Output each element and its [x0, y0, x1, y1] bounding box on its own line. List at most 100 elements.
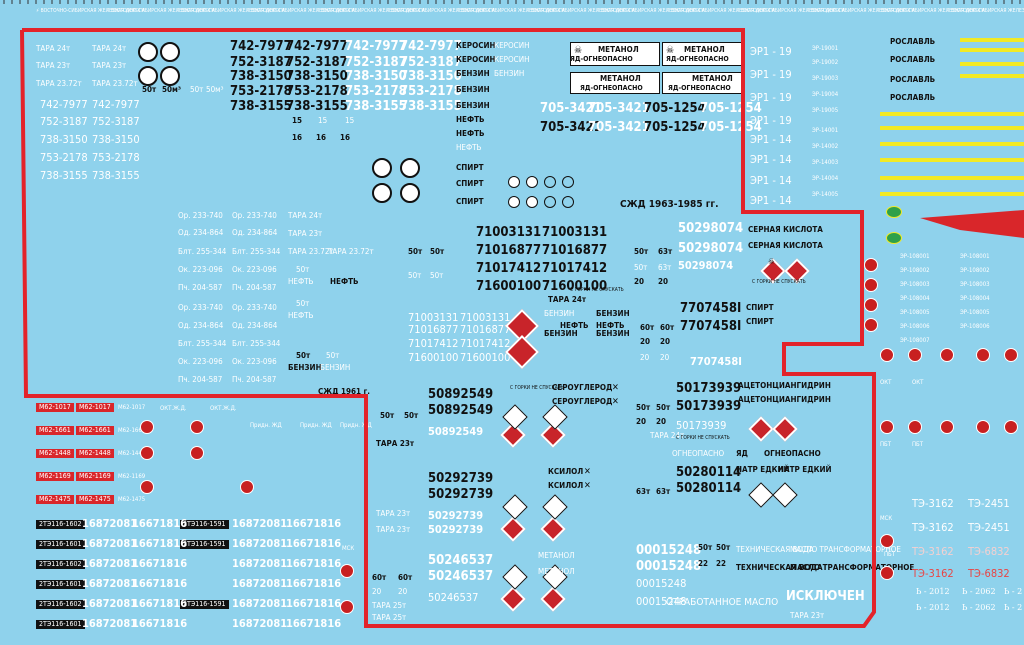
- wheel-icon: [562, 176, 574, 188]
- wagon-number: 50246537: [428, 591, 479, 604]
- cross-icon: ✕: [584, 467, 591, 477]
- wagon-number: 50892549: [428, 387, 494, 402]
- depot-code: Блт. 255-344: [232, 339, 281, 348]
- wagon-number: 738-3155: [400, 99, 462, 114]
- cargo-label: ОТРАБОТАННОЕ МАСЛО: [666, 597, 779, 608]
- capacity-label: 50т: [698, 543, 713, 552]
- red-emblem-icon: [864, 318, 878, 332]
- railway-emblem-icon: [372, 183, 392, 203]
- wagon-number: 16671816: [286, 537, 342, 550]
- volume-label: 50м³: [206, 85, 224, 94]
- capacity-label: 50т: [716, 543, 731, 552]
- capacity-label: 20: [636, 417, 647, 426]
- loco-plate: 2ТЭ116-1601: [36, 620, 85, 629]
- red-emblem-icon: [880, 566, 894, 580]
- wheel-icon: [526, 176, 538, 188]
- destination-label: РОСЛАВЛЬ: [890, 93, 936, 102]
- depot-code: Од. 234-864: [232, 228, 278, 237]
- wagon-number: 752-3187: [230, 55, 292, 70]
- red-emblem-icon: [340, 564, 354, 578]
- railway-logo: ⚡ ВОСТОЧНО-СИБИРСКАЯ ЖЕЛЕЗНАЯ ДОРОГА: [666, 8, 775, 14]
- er-small: ЭР-19001: [812, 45, 839, 52]
- wagon-number: 753-2178: [345, 84, 407, 99]
- capacity-label: 50т: [404, 411, 419, 420]
- loco-number: ТЭ-6832: [968, 567, 1010, 580]
- depot-code: Од. 234-864: [232, 321, 278, 330]
- er-label: ЭР1 - 14: [750, 153, 792, 166]
- depot-code: Ок. 223-096: [178, 357, 223, 366]
- wagon-number: 705-1254: [644, 120, 706, 135]
- wagon-number: 71003131: [476, 225, 542, 240]
- railway-logo: ⚡ ВОСТОЧНО-СИБИРСКАЯ ЖЕЛЕЗНАЯ ДОРОГА: [596, 8, 705, 14]
- wagon-number: 705-1254: [700, 120, 762, 135]
- depot-code: Ок. 223-096: [178, 265, 223, 274]
- skull-icon: ☠: [768, 257, 775, 266]
- logo-icon: [886, 232, 902, 244]
- red-emblem-icon: [880, 348, 894, 362]
- cargo-label: СЕРОУГЛЕРОД: [552, 383, 613, 392]
- wagon-number: 71003131: [408, 311, 459, 324]
- er-small: ЭР-108004: [960, 295, 990, 302]
- red-emblem-icon: [864, 298, 878, 312]
- red-emblem-icon: [976, 348, 990, 362]
- tara-label: ТАРА 23т: [376, 439, 415, 448]
- cargo-label: БЕНЗИН: [320, 363, 351, 372]
- railway-emblem-icon: [400, 158, 420, 178]
- stripe-yellow: [880, 112, 1024, 116]
- cargo-label: НАТР ЕДКИЙ: [736, 465, 790, 474]
- cargo-label: СПИРТ: [746, 303, 774, 312]
- capacity-label: 16: [292, 133, 303, 142]
- loco-plate: М62-1661: [76, 426, 114, 435]
- wagon-number: 742-7977: [92, 98, 140, 111]
- wagon-number: 705-3421: [588, 120, 650, 135]
- wagon-number: 16671816: [132, 557, 188, 570]
- cargo-label: ТЕХНИЧЕСКАЯ ВОДА: [736, 545, 814, 554]
- tara-label: ТАРА 23т: [36, 61, 71, 70]
- capacity-label: 50т: [326, 351, 340, 360]
- capacity-label: 50т: [142, 85, 157, 94]
- depot-code: Ор. 233-740: [232, 211, 277, 220]
- depot-code: Пч. 204-587: [232, 375, 277, 384]
- loco-code: Ь - 2012: [916, 587, 950, 596]
- tara-label: ТАРА 23.72т: [328, 247, 374, 256]
- stripe-yellow: [960, 62, 1024, 66]
- tara-label: ТАРА 25т: [372, 601, 407, 610]
- wagon-number: 753-2178: [286, 84, 348, 99]
- loco-plate: 2ТЭ116-1601: [36, 580, 85, 589]
- railway-emblem-icon: [138, 66, 158, 86]
- wagon-number: 742-7977: [286, 39, 348, 54]
- wagon-number: 71017412: [542, 261, 608, 276]
- railway-logo: ⚡ ВОСТОЧНО-СИБИРСКАЯ ЖЕЛЕЗНАЯ ДОРОГА: [246, 8, 355, 14]
- tara-label: ТАРА 24т: [650, 431, 685, 440]
- status-label: ИСКЛЮЧЕН: [786, 589, 865, 604]
- railway-logo: ⚡ ВОСТОЧНО-СИБИРСКАЯ ЖЕЛЕЗНАЯ ДОРОГА: [736, 8, 845, 14]
- capacity-label: 60т: [372, 573, 387, 582]
- cargo-label: НЕФТЬ: [288, 311, 314, 320]
- depot-code: Ор. 233-740: [178, 303, 223, 312]
- cargo-label: КЕРОСИН: [494, 41, 530, 50]
- depot-code: Пч. 204-587: [178, 375, 223, 384]
- wagon-number: 16872081: [232, 537, 288, 550]
- cargo-label: СПИРТ: [456, 197, 484, 206]
- cargo-label: КСИЛОЛ: [548, 481, 584, 490]
- cargo-label: БЕНЗИН: [544, 309, 575, 318]
- wagon-number: 16872081: [82, 557, 138, 570]
- cargo-label: НАТР ЕДКИЙ: [778, 465, 832, 474]
- railway-emblem-icon: [400, 183, 420, 203]
- loco-plate: М62-1448: [76, 449, 114, 458]
- railway-label: Придн. ЖД: [250, 422, 282, 429]
- wagon-number: 7707458I: [680, 301, 742, 316]
- warning-label: С ГОРКИ НЕ СПУСКАТЬ: [570, 287, 624, 293]
- tara-label: ТАРА 23т: [376, 509, 411, 518]
- railway-label: ПБТ: [884, 551, 896, 558]
- er-small: ЭР-108003: [900, 281, 930, 288]
- wagon-number: 16671816: [286, 517, 342, 530]
- railway-logo: ⚡ ВОСТОЧНО-СИБИРСКАЯ ЖЕЛЕЗНАЯ ДОРОГА: [806, 8, 915, 14]
- wagon-number: 753-2178: [400, 84, 462, 99]
- wagon-number: 7707458I: [690, 355, 742, 368]
- stripe-yellow: [880, 176, 1024, 180]
- er-small: ЭР-14001: [812, 127, 839, 134]
- loco-number: ТЭ-2451: [968, 497, 1010, 510]
- railway-label: Придн. ЖД: [340, 422, 372, 429]
